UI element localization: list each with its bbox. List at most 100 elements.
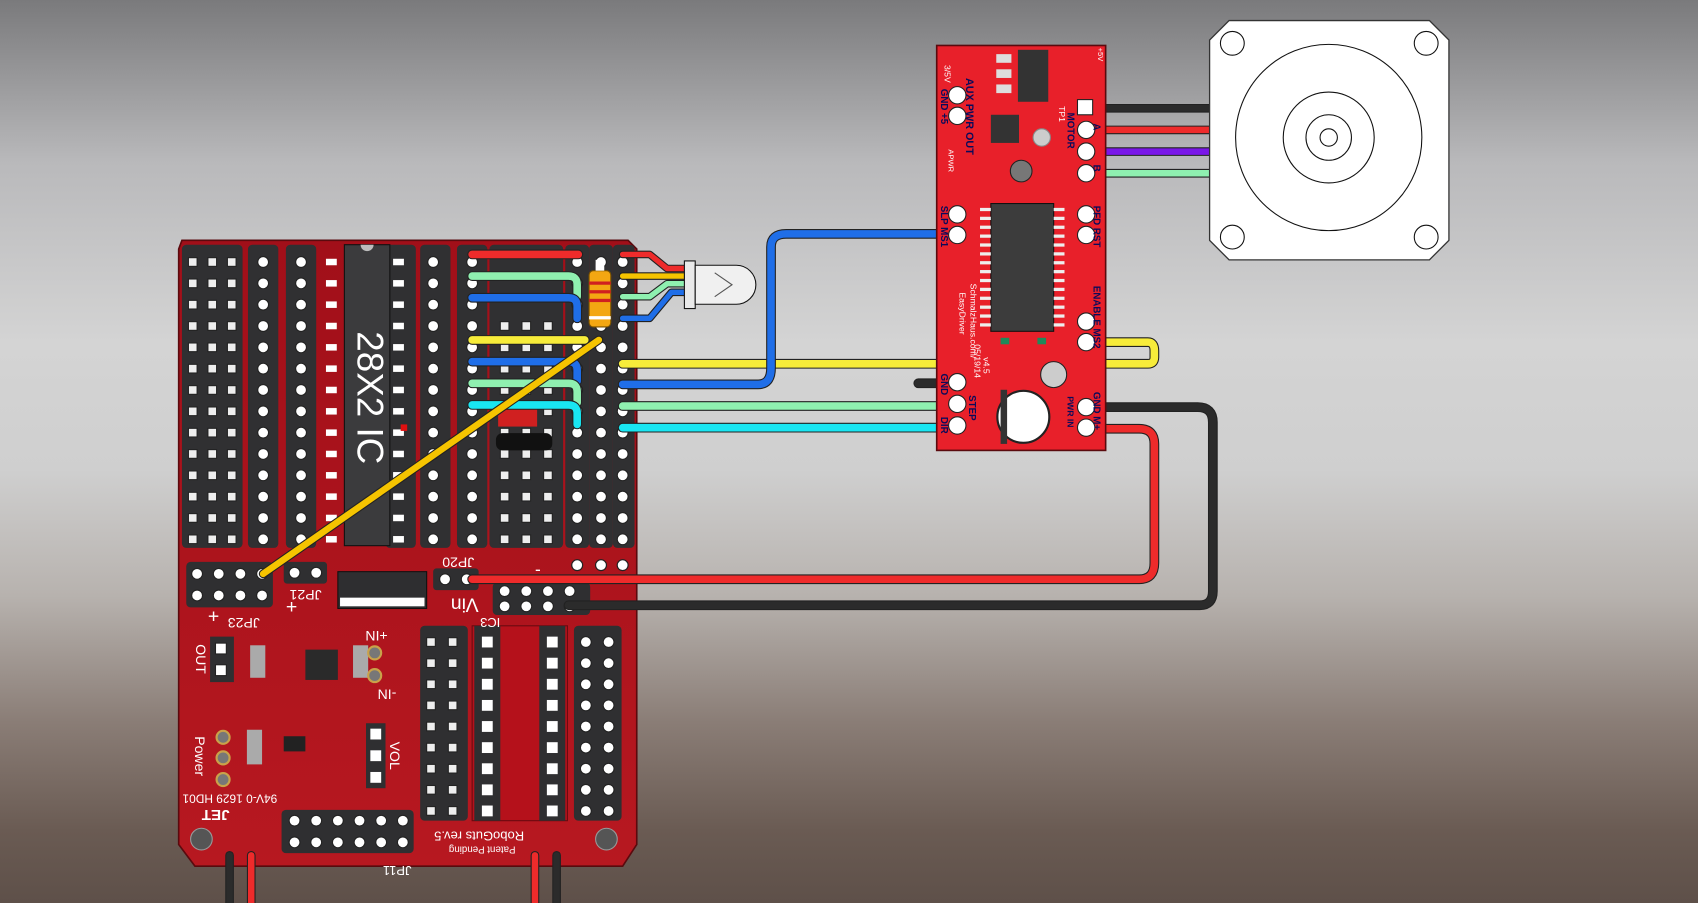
chip-leg xyxy=(980,296,991,300)
square-pad xyxy=(499,491,510,502)
header-strip xyxy=(489,244,564,548)
square-pad xyxy=(226,406,237,417)
square-pad xyxy=(207,449,218,459)
easydriver-pin xyxy=(1076,142,1096,161)
round-pad xyxy=(466,490,479,503)
ic-pin xyxy=(393,258,404,266)
chip-leg xyxy=(980,207,991,212)
header-strip xyxy=(420,244,451,548)
square-pad xyxy=(187,534,198,545)
square-pad xyxy=(447,637,458,647)
easydriver-pin xyxy=(948,106,967,126)
chip-leg xyxy=(980,270,991,274)
round-pad xyxy=(595,512,607,524)
round-pad xyxy=(579,804,592,817)
wire-red-power xyxy=(468,424,1159,584)
header-strip xyxy=(285,244,317,548)
round-pad xyxy=(602,804,615,817)
ic-pin xyxy=(393,280,404,287)
square-pad xyxy=(187,257,198,267)
chip-leg xyxy=(980,305,991,309)
wire-led-red xyxy=(619,251,688,272)
square-pad xyxy=(226,278,237,289)
pin-label-b: B xyxy=(1091,165,1102,172)
round-pad xyxy=(256,589,269,602)
header-strip xyxy=(247,244,279,548)
apwr-label: APWR xyxy=(947,149,956,172)
socket-pin xyxy=(546,636,558,648)
square-pad xyxy=(187,427,198,438)
round-pad xyxy=(257,362,270,375)
ic-pin xyxy=(325,301,337,308)
square-pad xyxy=(207,406,218,417)
jp11-header[interactable] xyxy=(281,809,414,854)
pin-label-gnd-mplus: GND M+ xyxy=(1091,392,1102,430)
pin-label-enable-ms2: ENABLE MS2 xyxy=(1091,286,1102,349)
round-pad xyxy=(616,298,629,311)
round-pad xyxy=(295,298,308,311)
socket-pin xyxy=(481,699,493,711)
round-pad xyxy=(579,657,592,670)
socket-pin xyxy=(546,784,558,796)
round-pad xyxy=(579,699,592,712)
round-pad xyxy=(571,533,584,546)
socket-pin xyxy=(546,742,558,754)
in-plus-label: +IN xyxy=(365,628,387,644)
chip-leg xyxy=(980,261,991,265)
revision-label: RoboGuts rev.5 xyxy=(434,829,524,844)
round-pad xyxy=(288,836,301,849)
round-pad xyxy=(602,783,615,796)
out-label: OUT xyxy=(193,644,209,674)
chip-leg xyxy=(1053,216,1065,221)
square-pad xyxy=(226,449,237,459)
chip-leg xyxy=(980,234,991,238)
ic-pin xyxy=(393,450,404,458)
minus-label: - xyxy=(535,559,541,579)
chip-leg xyxy=(1053,252,1065,256)
round-pad xyxy=(466,512,479,524)
round-pad xyxy=(595,384,607,396)
round-pad xyxy=(602,720,615,733)
square-pad xyxy=(426,700,436,711)
round-pad xyxy=(520,600,533,613)
square-pad xyxy=(226,342,237,353)
jp23-header[interactable] xyxy=(186,561,273,608)
easydriver-pin xyxy=(1076,332,1096,352)
version-label: v4.5 xyxy=(981,357,991,374)
vol-label: VOL xyxy=(387,742,403,770)
pwr-in-label: PWR IN xyxy=(1066,396,1076,427)
round-pad xyxy=(616,533,629,546)
wire-cyan-jumper xyxy=(468,401,581,429)
header-strip xyxy=(181,244,243,548)
wire-blue-jumper-1 xyxy=(468,293,581,323)
jumper-red xyxy=(498,409,538,427)
easydriver-pin xyxy=(1076,205,1096,224)
pin-label-a: A xyxy=(1091,123,1102,130)
chip-leg xyxy=(1053,243,1065,247)
square-pad xyxy=(426,763,436,774)
jp21-label: JP21 xyxy=(289,587,321,603)
chip-leg xyxy=(1053,261,1065,265)
small-chip xyxy=(990,114,1020,143)
wire-black-power xyxy=(564,403,1217,610)
round-pad xyxy=(427,298,440,311)
wire-led-blue xyxy=(619,289,688,322)
round-pad xyxy=(257,448,270,460)
chip-leg xyxy=(1053,287,1065,292)
chip-leg xyxy=(1053,278,1065,283)
square-pad xyxy=(543,321,553,331)
round-pad xyxy=(427,277,440,290)
square-pad xyxy=(521,513,532,523)
square-pad xyxy=(226,385,237,395)
mount-hole xyxy=(190,827,213,851)
square-pad xyxy=(226,491,237,502)
socket-pin xyxy=(546,805,558,817)
square-pad xyxy=(426,742,436,753)
round-pad xyxy=(579,636,592,648)
round-pad xyxy=(498,600,511,613)
vin-label: Vin xyxy=(451,594,479,616)
easydriver-board: AUX PWR OUT 3/5V APWR SchmalzHaus.com/ E… xyxy=(935,44,1107,452)
a3967-driver-chip xyxy=(990,203,1055,332)
socket-pin xyxy=(546,678,558,690)
wire-diagonal-yellow xyxy=(259,336,603,578)
